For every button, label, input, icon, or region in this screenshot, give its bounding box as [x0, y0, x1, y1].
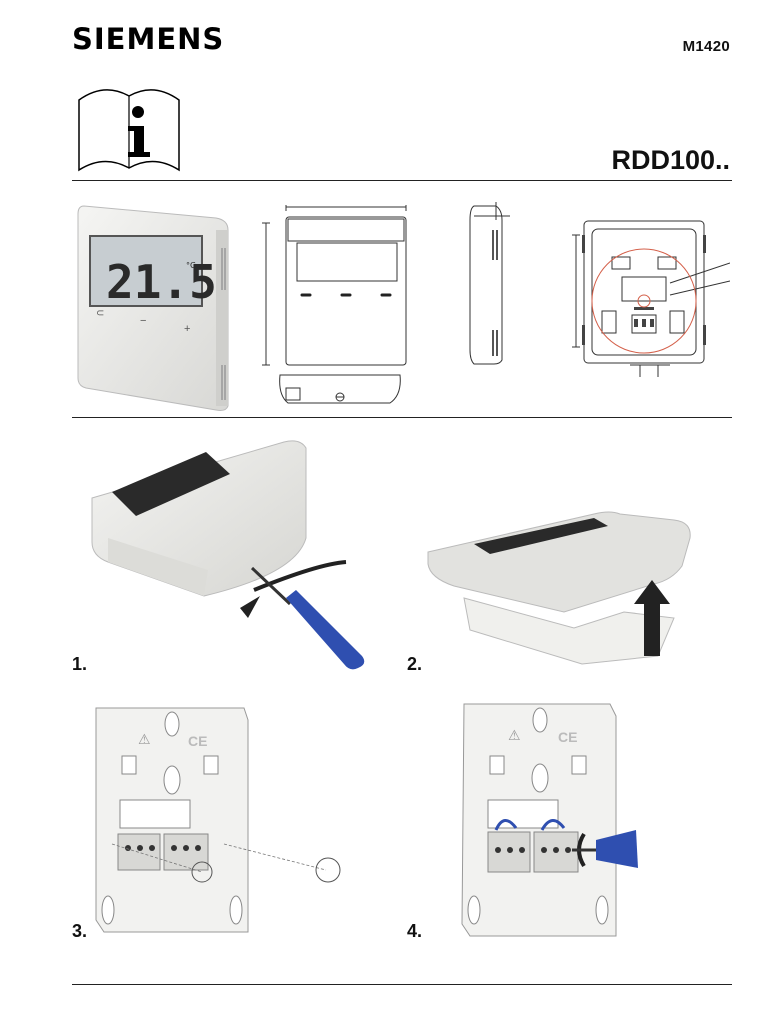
mode-button: ⊂ [96, 308, 104, 319]
lcd-unit: °C [186, 261, 196, 270]
step3-illustration: ⚠ CE [95, 707, 341, 933]
divider [72, 984, 732, 985]
lcd-temperature: 21.5 [106, 255, 217, 309]
front-view-drawing [262, 205, 407, 404]
thermostat-photo: 21.5 °C ⊂ − + [77, 205, 229, 411]
step2-illustration [427, 511, 691, 665]
manual-info-icon [78, 89, 180, 172]
divider [72, 417, 732, 418]
back-view-drawing [572, 220, 730, 377]
plus-button: + [184, 323, 190, 335]
ce-mark: CE [188, 733, 207, 749]
ce-mark: CE [558, 729, 577, 745]
warning-mark: ⚠ [508, 727, 521, 743]
step-number: 3. [72, 921, 88, 941]
document-number: M1420 [682, 38, 730, 55]
step-number: 4. [407, 921, 423, 941]
step4-illustration: ⚠ CE [461, 703, 638, 937]
brand-logo: SIEMENS [72, 22, 225, 56]
divider [72, 180, 732, 181]
model-title: RDD100.. [611, 145, 730, 175]
side-view-drawing [469, 202, 510, 365]
step1-illustration [91, 440, 365, 670]
warning-mark: ⚠ [138, 731, 151, 747]
minus-button: − [140, 315, 146, 327]
step-number: 1. [72, 654, 88, 674]
step-number: 2. [407, 654, 423, 674]
